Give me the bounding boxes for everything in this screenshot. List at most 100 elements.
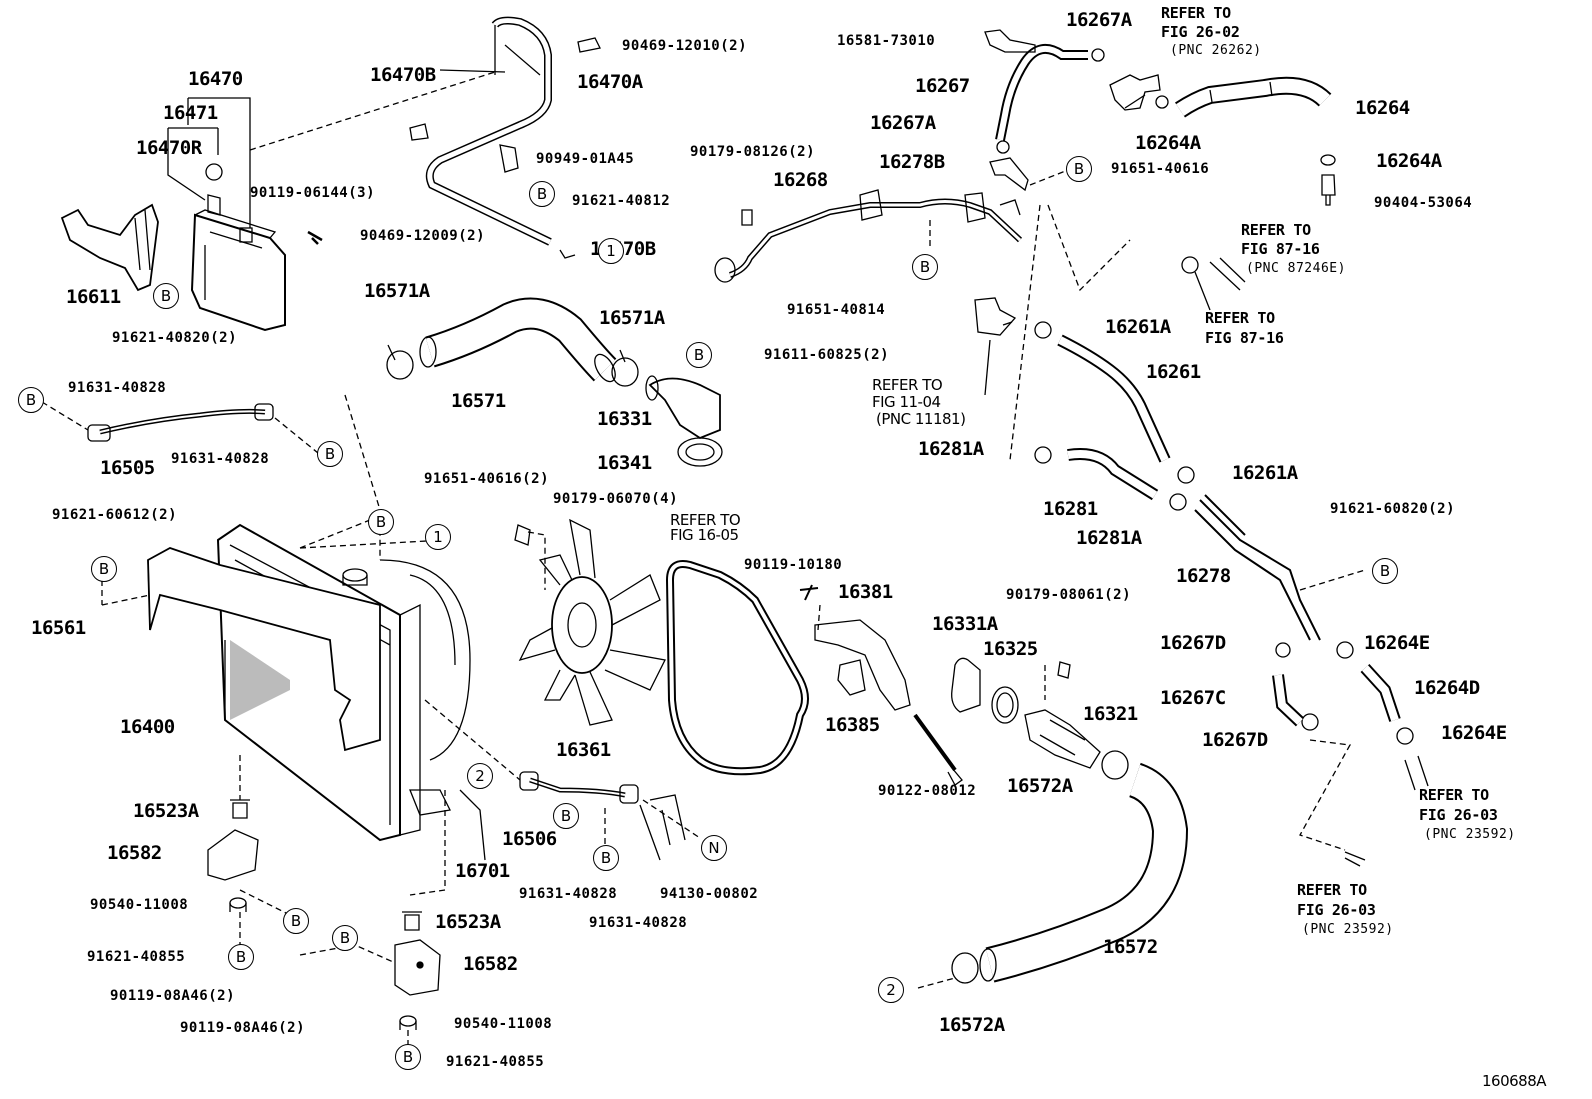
label-16278B: 16278B xyxy=(879,151,945,173)
label-16572A-a: 16572A xyxy=(1007,775,1073,797)
callout-b: B xyxy=(317,441,343,467)
ref-3-line1: REFER TO xyxy=(1205,309,1275,327)
label-16264A-b: 16264A xyxy=(1376,150,1442,172)
label-16611: 16611 xyxy=(66,286,121,308)
callout-2: 2 xyxy=(878,977,904,1003)
ref-2-line3: (PNC 87246E) xyxy=(1246,261,1346,276)
label-91621-60612: 91621-60612(2) xyxy=(52,507,178,523)
ref-1-line1: REFER TO xyxy=(1161,4,1231,22)
callout-1: 1 xyxy=(598,238,624,264)
label-16381: 16381 xyxy=(838,581,893,603)
label-16281: 16281 xyxy=(1043,498,1098,520)
label-90949-01A45: 90949-01A45 xyxy=(536,151,635,167)
label-91631-40828-c: 91631-40828 xyxy=(519,886,618,902)
label-16325: 16325 xyxy=(983,638,1038,660)
label-16470B-top: 16470B xyxy=(370,64,436,86)
callout-1: 1 xyxy=(425,524,451,550)
label-16267A-top: 16267A xyxy=(1066,9,1132,31)
label-90469-12010: 90469-12010(2) xyxy=(622,38,748,54)
label-16264D: 16264D xyxy=(1414,677,1480,699)
label-16267: 16267 xyxy=(915,75,970,97)
reservoir-tank xyxy=(190,163,286,332)
label-16571A-left: 16571A xyxy=(364,280,430,302)
label-90540-11008-a: 90540-11008 xyxy=(90,897,189,913)
label-16581-73010: 16581-73010 xyxy=(837,33,936,49)
label-90119-08A46-b: 90119-08A46(2) xyxy=(180,1020,306,1036)
label-90179-08126: 90179-08126(2) xyxy=(690,144,816,160)
label-90404-53064: 90404-53064 xyxy=(1374,195,1473,211)
callout-b: B xyxy=(283,908,309,934)
ref-2-line2: FIG 87-16 xyxy=(1241,240,1320,258)
label-91631-40828-b: 91631-40828 xyxy=(171,451,270,467)
label-16261A-b: 16261A xyxy=(1232,462,1298,484)
callout-b: B xyxy=(553,803,579,829)
label-16471: 16471 xyxy=(163,102,218,124)
label-16470R: 16470R xyxy=(136,137,202,159)
label-91621-40812: 91621-40812 xyxy=(572,193,671,209)
ref-1-line2: FIG 26-02 xyxy=(1161,23,1240,41)
label-16561: 16561 xyxy=(31,617,86,639)
label-16267A-mid: 16267A xyxy=(870,112,936,134)
callout-b: B xyxy=(91,556,117,582)
cooling-fan xyxy=(518,518,666,726)
callout-b: B xyxy=(332,925,358,951)
callout-b: B xyxy=(228,944,254,970)
ref-7-line2: FIG 26-03 xyxy=(1297,901,1376,919)
label-16470: 16470 xyxy=(188,68,243,90)
callout-b: B xyxy=(395,1044,421,1070)
ref-6-line3: (PNC 23592) xyxy=(1424,827,1516,842)
label-16261A-a: 16261A xyxy=(1105,316,1171,338)
label-16701: 16701 xyxy=(455,860,510,882)
label-90469-12009: 90469-12009(2) xyxy=(360,228,486,244)
callout-b: B xyxy=(593,845,619,871)
label-90119-06144: 90119-06144(3) xyxy=(250,185,376,201)
label-16267D-b: 16267D xyxy=(1202,729,1268,751)
label-16582-b: 16582 xyxy=(463,953,518,975)
label-16523A-b: 16523A xyxy=(435,911,501,933)
label-16523A-a: 16523A xyxy=(133,800,199,822)
callout-b: B xyxy=(368,509,394,535)
label-16571A-right: 16571A xyxy=(599,307,665,329)
callout-2: 2 xyxy=(467,763,493,789)
callout-b: B xyxy=(153,283,179,309)
label-16267D-a: 16267D xyxy=(1160,632,1226,654)
label-91621-40855-a: 91621-40855 xyxy=(87,949,186,965)
ref-3-line2: FIG 87-16 xyxy=(1205,329,1284,347)
label-94130-00802: 94130-00802 xyxy=(660,886,759,902)
label-16385: 16385 xyxy=(825,714,880,736)
callout-b: B xyxy=(529,181,555,207)
label-91651-40814: 91651-40814 xyxy=(787,302,886,318)
label-16331: 16331 xyxy=(597,408,652,430)
ref-6-line2: FIG 26-03 xyxy=(1419,806,1498,824)
callout-b: B xyxy=(18,387,44,413)
label-16470A: 16470A xyxy=(577,71,643,93)
ref-4-line1: REFER TO xyxy=(872,376,943,394)
label-90119-08A46-a: 90119-08A46(2) xyxy=(110,988,236,1004)
ref-1-line3: (PNC 26262) xyxy=(1170,43,1262,58)
label-16572: 16572 xyxy=(1103,936,1158,958)
label-16331A: 16331A xyxy=(932,613,998,635)
callout-b: B xyxy=(686,342,712,368)
label-91611-60825: 91611-60825(2) xyxy=(764,347,890,363)
label-16321: 16321 xyxy=(1083,703,1138,725)
label-91651-40616: 91651-40616 xyxy=(1111,161,1210,177)
label-16571: 16571 xyxy=(451,390,506,412)
label-91621-40855-b: 91621-40855 xyxy=(446,1054,545,1070)
ref-5-line1: REFER TO xyxy=(670,511,741,529)
label-16264: 16264 xyxy=(1355,97,1410,119)
label-16281A-b: 16281A xyxy=(1076,527,1142,549)
label-16505: 16505 xyxy=(100,457,155,479)
callout-b: B xyxy=(1372,558,1398,584)
callout-b: B xyxy=(912,254,938,280)
label-91621-60820: 91621-60820(2) xyxy=(1330,501,1456,517)
label-91631-40828-a: 91631-40828 xyxy=(68,380,167,396)
ref-2-line1: REFER TO xyxy=(1241,221,1311,239)
label-90179-08061: 90179-08061(2) xyxy=(1006,587,1132,603)
label-91631-40828-d: 91631-40828 xyxy=(589,915,688,931)
label-91621-40820: 91621-40820(2) xyxy=(112,330,238,346)
label-16264E-a: 16264E xyxy=(1364,632,1430,654)
label-16400: 16400 xyxy=(120,716,175,738)
label-90179-06070: 90179-06070(4) xyxy=(553,491,679,507)
